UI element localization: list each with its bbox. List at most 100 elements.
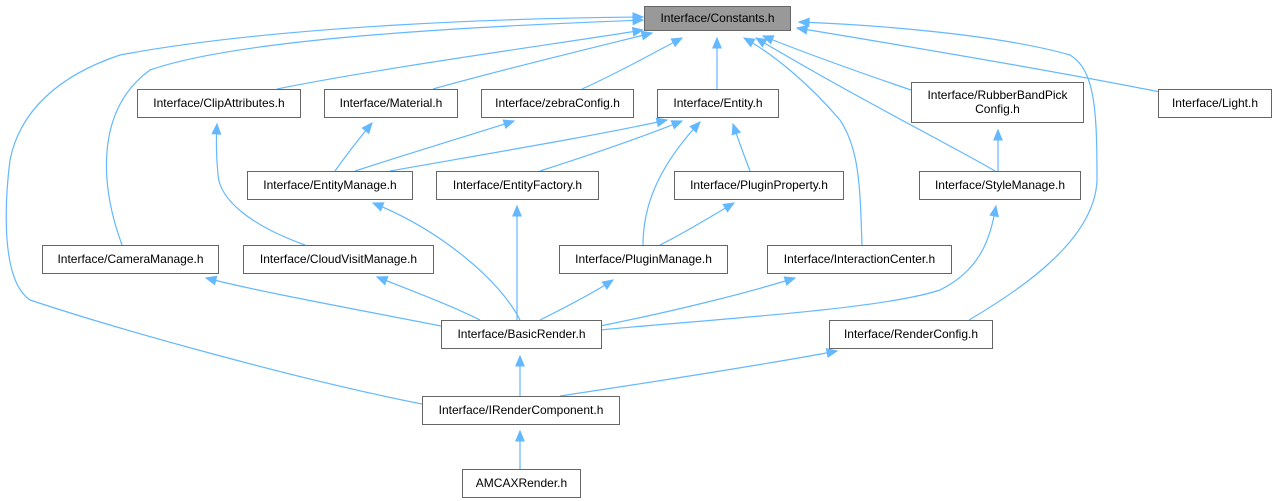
node-label: Interface/RenderConfig.h xyxy=(844,327,978,341)
node-renderconfig[interactable]: Interface/RenderConfig.h xyxy=(829,320,993,349)
edge-irendercomponent-to-basicrender xyxy=(515,354,525,396)
arrowhead xyxy=(989,204,999,218)
node-label: Interface/CameraManage.h xyxy=(57,252,203,266)
edge-basicrender-to-entityfactory xyxy=(512,204,522,320)
edge-basicrender-to-interactioncenter xyxy=(599,276,797,327)
arrowhead xyxy=(502,119,516,129)
node-label: Interface/BasicRender.h xyxy=(457,327,585,341)
node-constants[interactable]: Interface/Constants.h xyxy=(644,6,791,31)
arrowhead xyxy=(601,279,615,290)
arrowhead xyxy=(204,275,218,286)
edges-layer xyxy=(5,12,1161,469)
node-irendercomponent[interactable]: Interface/IRenderComponent.h xyxy=(422,396,620,425)
arrowhead xyxy=(731,122,742,136)
edge-line xyxy=(599,205,997,331)
arrowhead xyxy=(783,276,797,286)
edge-line xyxy=(389,119,668,172)
edge-line xyxy=(432,32,653,90)
edge-light-to-constants xyxy=(795,24,1161,93)
node-label: Interface/CloudVisitManage.h xyxy=(260,252,417,266)
edge-line xyxy=(354,120,515,172)
edge-line xyxy=(205,277,442,327)
node-box xyxy=(247,171,413,200)
edge-stylemanage-to-constants xyxy=(754,37,996,172)
node-label: Interface/zebraConfig.h xyxy=(495,96,620,110)
arrowhead xyxy=(361,122,373,135)
edge-line xyxy=(276,29,644,90)
node-box xyxy=(436,171,599,200)
node-light[interactable]: Interface/Light.h xyxy=(1158,89,1272,118)
node-interactioncenter[interactable]: Interface/InteractionCenter.h xyxy=(767,245,952,274)
edge-line xyxy=(762,35,912,91)
edge-irendercomponent-to-constants xyxy=(5,12,645,405)
arrowhead xyxy=(742,37,756,48)
edge-line xyxy=(376,276,481,321)
edge-material-to-constants xyxy=(432,30,654,90)
edge-line xyxy=(659,202,735,246)
node-entitymanage[interactable]: Interface/EntityManage.h xyxy=(247,171,413,200)
node-pluginproperty[interactable]: Interface/PluginProperty.h xyxy=(674,171,844,200)
edge-line xyxy=(581,37,683,90)
node-zebraconfig[interactable]: Interface/zebraConfig.h xyxy=(481,89,634,118)
node-pluginmanage[interactable]: Interface/PluginManage.h xyxy=(559,245,728,274)
edge-pluginmanage-to-entity xyxy=(642,121,701,246)
node-box xyxy=(422,396,620,425)
node-label: Interface/PluginProperty.h xyxy=(690,178,828,192)
edge-line xyxy=(559,350,838,397)
node-box xyxy=(243,245,434,274)
edge-renderconfig-to-constants xyxy=(797,17,1098,321)
edge-line xyxy=(796,27,1161,93)
edge-line xyxy=(215,123,306,246)
edge-cameramanage-to-constants xyxy=(105,15,645,246)
node-entityfactory[interactable]: Interface/EntityFactory.h xyxy=(436,171,599,200)
node-box xyxy=(674,171,844,200)
edge-pluginproperty-to-entity xyxy=(731,122,751,172)
edge-basicrender-to-pluginmanage xyxy=(539,279,615,321)
arrowhead xyxy=(632,12,645,23)
edge-entitymanage-to-entity xyxy=(389,117,669,172)
node-box xyxy=(559,245,728,274)
node-material[interactable]: Interface/Material.h xyxy=(324,89,458,118)
arrowhead xyxy=(211,122,222,135)
arrowhead xyxy=(670,37,684,48)
edge-basicrender-to-cameramanage xyxy=(204,275,442,327)
node-clipattributes[interactable]: Interface/ClipAttributes.h xyxy=(137,89,301,118)
edge-stylemanage-to-rubberband xyxy=(993,128,1003,171)
arrowhead xyxy=(689,121,701,134)
node-box xyxy=(137,89,301,118)
node-label: Interface/Material.h xyxy=(340,96,443,110)
arrowhead xyxy=(722,202,736,213)
node-amcaxrender[interactable]: AMCAXRender.h xyxy=(462,469,581,498)
node-basicrender[interactable]: Interface/BasicRender.h xyxy=(441,320,602,349)
arrowhead xyxy=(515,429,525,442)
nodes-layer: Interface/Constants.hInterface/ClipAttri… xyxy=(42,6,1272,498)
node-stylemanage[interactable]: Interface/StyleManage.h xyxy=(919,171,1081,200)
edge-amcaxrender-to-irendercomponent xyxy=(515,429,525,469)
edge-irendercomponent-to-renderconfig xyxy=(559,348,839,397)
edge-interactioncenter-to-constants xyxy=(742,37,863,246)
arrowhead xyxy=(371,202,385,212)
node-label: Interface/EntityFactory.h xyxy=(453,178,582,192)
edge-line xyxy=(539,279,614,321)
node-cameramanage[interactable]: Interface/CameraManage.h xyxy=(42,245,219,274)
edge-line xyxy=(539,120,683,172)
edge-cloudvisit-to-clipattributes xyxy=(211,122,306,246)
arrowhead xyxy=(655,117,669,128)
node-box xyxy=(829,320,993,349)
edge-entitymanage-to-zebraconfig xyxy=(354,119,516,172)
edge-entitymanage-to-material xyxy=(334,122,373,172)
node-box xyxy=(324,89,458,118)
node-cloudvisit[interactable]: Interface/CloudVisitManage.h xyxy=(243,245,434,274)
arrowhead xyxy=(670,120,684,130)
node-label: Interface/Constants.h xyxy=(660,11,774,25)
node-label: AMCAXRender.h xyxy=(476,476,567,490)
node-box xyxy=(657,89,779,118)
edge-line xyxy=(743,37,863,246)
arrowhead xyxy=(712,36,722,49)
node-entity[interactable]: Interface/Entity.h xyxy=(657,89,779,118)
edge-zebraconfig-to-constants xyxy=(581,37,684,90)
arrowhead xyxy=(825,348,839,358)
edge-line xyxy=(755,37,996,172)
